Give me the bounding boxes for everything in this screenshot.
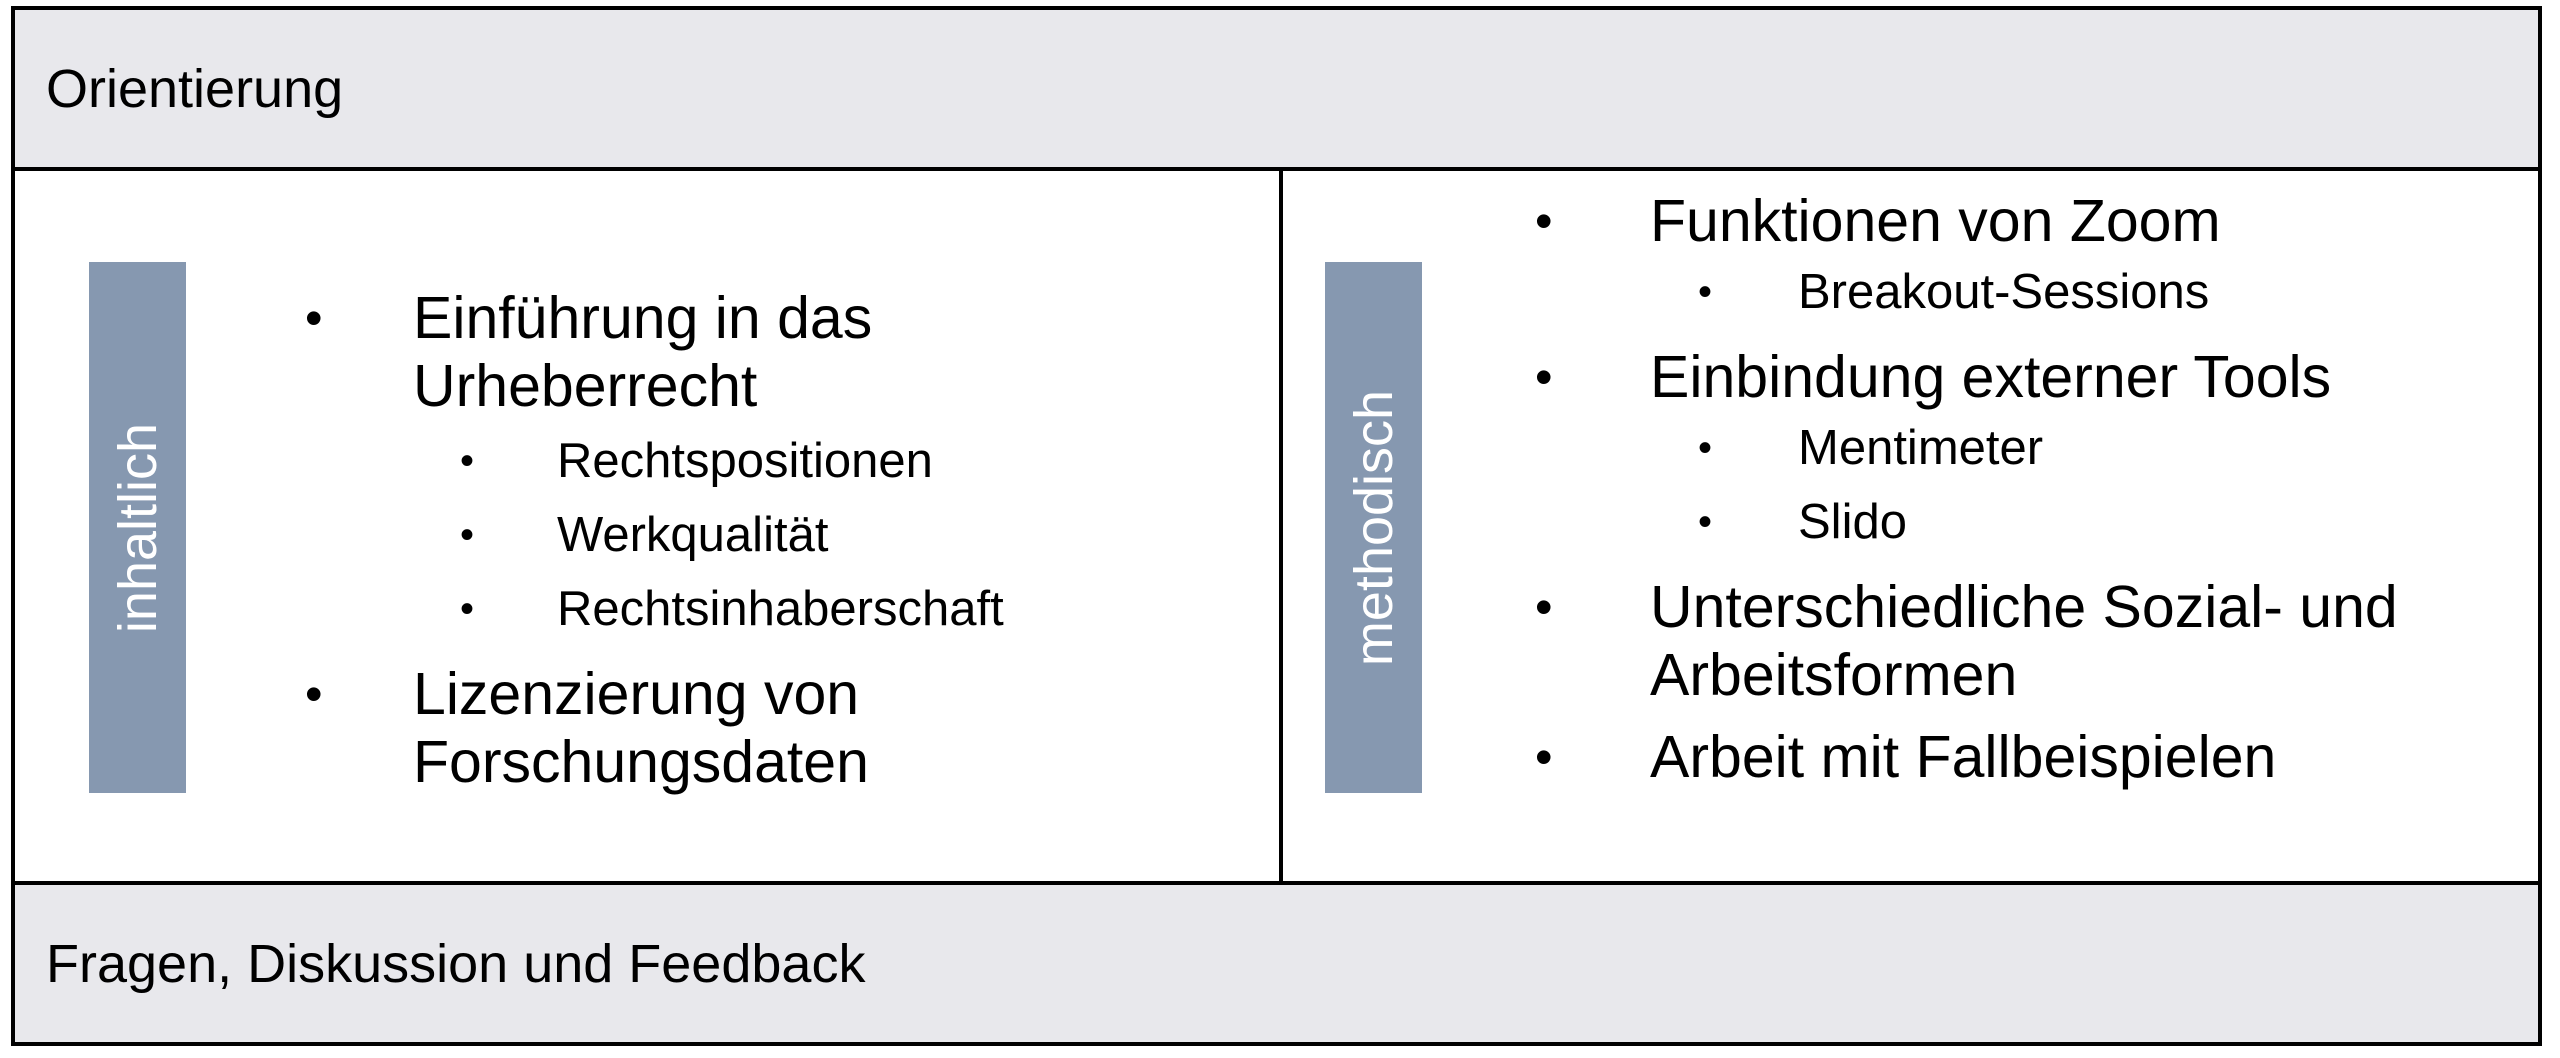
- bullet-icon: •: [1698, 426, 1713, 470]
- sub-list: • Breakout-Sessions: [1698, 255, 2535, 329]
- diagram-frame: Orientierung inhaltlich • Einführung in …: [11, 6, 2542, 1046]
- list-item: • Werkqualität: [460, 498, 1205, 572]
- item-text: Rechtsinhaberschaft: [557, 582, 1004, 636]
- content-area: inhaltlich • Einführung in das Urheberre…: [15, 171, 2538, 881]
- list-item: • Einbindung externer Tools • Mentimeter…: [1535, 343, 2535, 559]
- bullet-icon: •: [305, 290, 323, 346]
- method-side-bar: methodisch: [1325, 262, 1422, 793]
- item-text: Einführung in das Urheberrecht: [413, 285, 873, 419]
- bullet-icon: •: [1535, 579, 1553, 635]
- bullet-icon: •: [1535, 349, 1553, 405]
- list-item: • Funktionen von Zoom • Breakout-Session…: [1535, 187, 2535, 329]
- item-text: Einbindung externer Tools: [1650, 344, 2332, 410]
- column-divider: [1279, 171, 1283, 881]
- item-text: Unterschiedliche Sozial- und Arbeitsform…: [1650, 574, 2398, 708]
- list-item: • Arbeit mit Fallbeispielen: [1535, 723, 2535, 791]
- method-side-label: methodisch: [1343, 389, 1404, 666]
- sub-list: • Mentimeter • Slido: [1698, 411, 2535, 559]
- item-text: Mentimeter: [1798, 421, 2044, 475]
- list-item: • Lizenzierung von Forschungsdaten: [305, 660, 1205, 796]
- content-list: • Einführung in das Urheberrecht • Recht…: [305, 284, 1205, 796]
- bullet-icon: •: [460, 587, 475, 631]
- method-list: • Funktionen von Zoom • Breakout-Session…: [1535, 187, 2535, 791]
- content-side-label: inhaltlich: [107, 422, 168, 633]
- item-text: Lizenzierung von Forschungsdaten: [413, 661, 869, 795]
- content-side-bar: inhaltlich: [89, 262, 186, 793]
- item-text: Slido: [1798, 495, 1907, 549]
- list-item: • Mentimeter: [1698, 411, 2535, 485]
- bullet-icon: •: [1535, 729, 1553, 785]
- list-item: • Einführung in das Urheberrecht • Recht…: [305, 284, 1205, 646]
- list-item: • Breakout-Sessions: [1698, 255, 2535, 329]
- sub-list: • Rechtspositionen • Werkqualität • Rech…: [460, 424, 1205, 646]
- list-item: • Rechtsinhaberschaft: [460, 572, 1205, 646]
- feedback-label: Fragen, Diskussion und Feedback: [46, 933, 866, 994]
- bullet-icon: •: [460, 513, 475, 557]
- bullet-icon: •: [1535, 193, 1553, 249]
- orientation-band: Orientierung: [15, 10, 2538, 171]
- item-text: Breakout-Sessions: [1798, 265, 2210, 319]
- bullet-icon: •: [1698, 500, 1713, 544]
- item-text: Rechtspositionen: [557, 434, 933, 488]
- list-item: • Rechtspositionen: [460, 424, 1205, 498]
- item-text: Werkqualität: [557, 508, 829, 562]
- item-text: Funktionen von Zoom: [1650, 188, 2221, 254]
- bullet-icon: •: [1698, 270, 1713, 314]
- list-item: • Unterschiedliche Sozial- und Arbeitsfo…: [1535, 573, 2535, 709]
- list-item: • Slido: [1698, 485, 2535, 559]
- bullet-icon: •: [305, 666, 323, 722]
- bullet-icon: •: [460, 439, 475, 483]
- item-text: Arbeit mit Fallbeispielen: [1650, 724, 2277, 790]
- feedback-band: Fragen, Diskussion und Feedback: [15, 881, 2538, 1042]
- orientation-label: Orientierung: [46, 58, 344, 119]
